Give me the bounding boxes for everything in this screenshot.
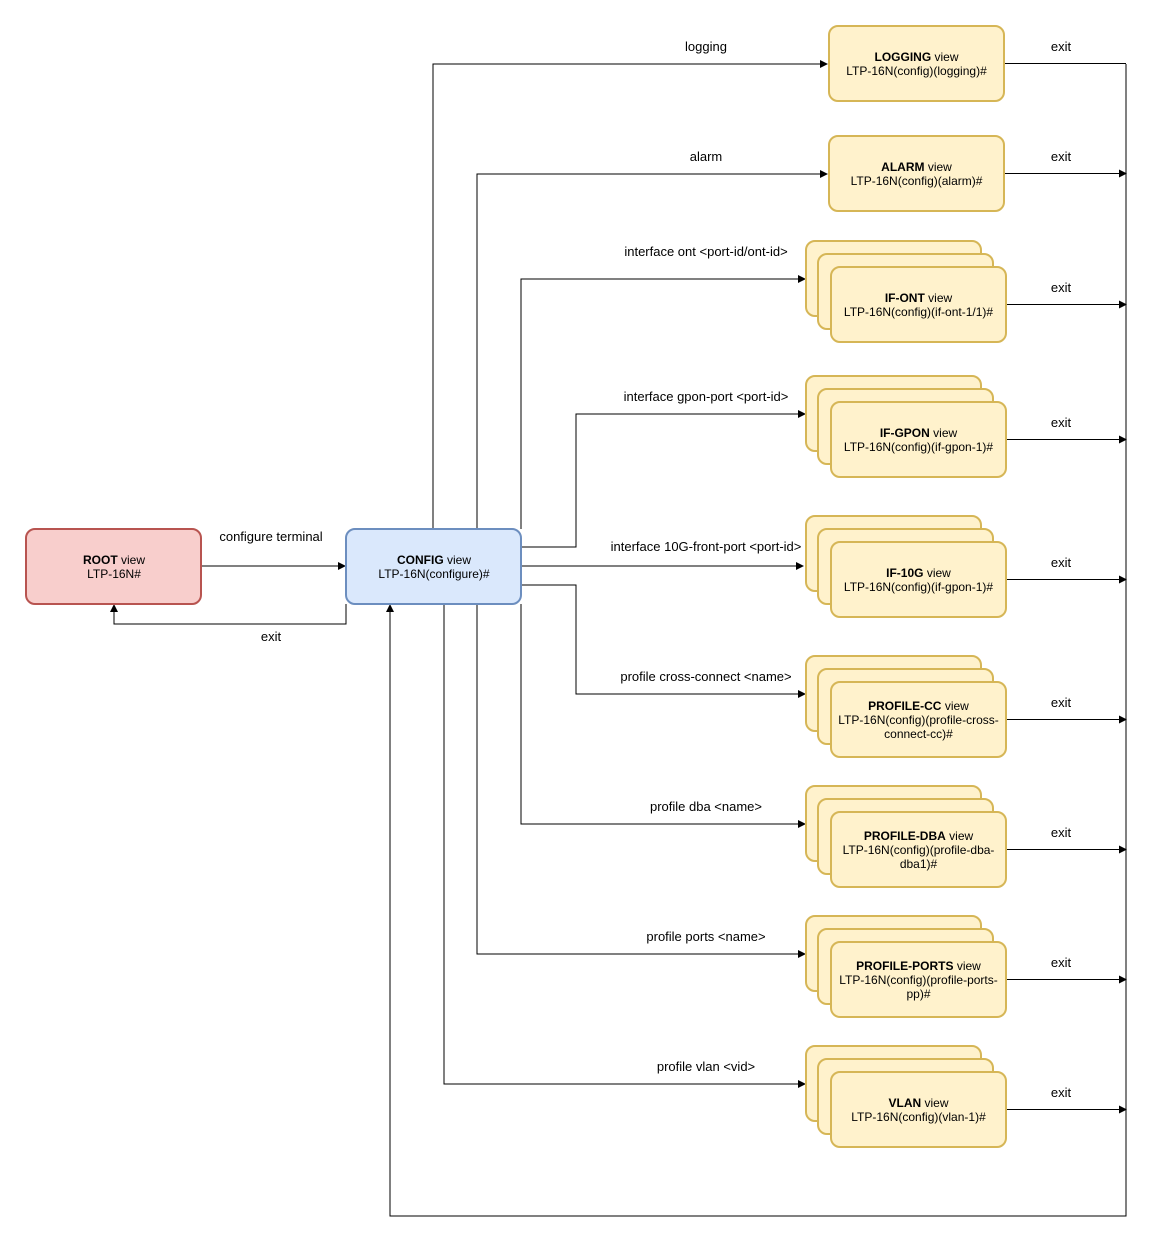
- exit-label-if-gpon: exit: [1050, 414, 1072, 430]
- root-title: ROOT: [82, 552, 118, 567]
- view-title: PROFILE-PORTS: [856, 958, 954, 973]
- root-suffix: view: [121, 552, 146, 567]
- edge-exit-to-root: [110, 604, 347, 625]
- exit-label-profile-cc: exit: [1050, 694, 1072, 710]
- exit-label-logging: exit: [1050, 38, 1072, 54]
- command-label-vlan: profile vlan <vid>: [656, 1059, 756, 1074]
- config-view-node: CONFIG view LTP-16N(configure)#: [347, 530, 521, 603]
- command-label-profile-dba: profile dba <name>: [649, 799, 763, 814]
- edge-cmd-if-ont: [520, 275, 806, 529]
- view-suffix: view: [956, 958, 981, 973]
- view-prompt: LTP-16N(config)(profile-ports-pp)#: [839, 972, 998, 1001]
- config-prompt: LTP-16N(configure)#: [378, 566, 490, 581]
- edge-cmd-vlan: [443, 604, 806, 1088]
- exit-label-alarm: exit: [1050, 148, 1072, 164]
- exit-label-profile-dba: exit: [1050, 824, 1072, 840]
- view-box-if-10g: [830, 541, 1007, 618]
- view-prompt: LTP-16N(config)(if-gpon-1)#: [843, 439, 994, 454]
- view-prompt: LTP-16N(config)(if-gpon-1)#: [843, 579, 994, 594]
- view-suffix: view: [924, 1095, 949, 1110]
- view-box-profile-dba: [830, 811, 1007, 888]
- view-suffix: view: [928, 290, 953, 305]
- view-box-vlan: [830, 1071, 1007, 1148]
- view-box-alarm: [828, 135, 1005, 212]
- command-label-profile-ports: profile ports <name>: [646, 929, 766, 944]
- command-label-profile-cc: profile cross-connect <name>: [620, 669, 792, 684]
- exit-to-root-label: exit: [260, 629, 282, 644]
- edge-cmd-profile-dba: [520, 604, 806, 828]
- view-suffix: view: [933, 425, 958, 440]
- view-box-profile-ports: [830, 941, 1007, 1018]
- view-suffix: view: [926, 565, 951, 580]
- view-title: PROFILE-CC: [868, 698, 942, 713]
- view-suffix: view: [944, 698, 969, 713]
- edge-cmd-logging: [432, 60, 828, 529]
- command-label-alarm: alarm: [689, 149, 723, 164]
- view-prompt: LTP-16N(config)(profile-cross-connect-cc…: [838, 712, 999, 741]
- view-prompt: LTP-16N(config)(alarm)#: [850, 173, 983, 188]
- config-title: CONFIG: [396, 552, 444, 567]
- view-suffix: view: [934, 49, 959, 64]
- view-title: VLAN: [888, 1095, 922, 1110]
- view-title: IF-GPON: [879, 425, 930, 440]
- root-view-node: ROOT view LTP-16N#: [27, 530, 201, 603]
- view-box-logging: [828, 25, 1005, 102]
- command-label-if-gpon: interface gpon-port <port-id>: [623, 389, 789, 404]
- view-title: IF-ONT: [884, 290, 925, 305]
- edge-cmd-if-gpon: [521, 410, 806, 548]
- edge-cmd-profile-cc: [521, 584, 806, 698]
- edge-cmd-alarm: [476, 170, 828, 529]
- view-suffix: view: [949, 828, 974, 843]
- view-prompt: LTP-16N(config)(logging)#: [846, 63, 987, 78]
- command-label-if-10g: interface 10G-front-port <port-id>: [610, 539, 802, 554]
- command-label-logging: logging: [685, 39, 727, 54]
- view-prompt: LTP-16N(config)(vlan-1)#: [851, 1109, 986, 1124]
- configure-terminal-label: configure terminal: [219, 529, 323, 544]
- edge-cmd-profile-ports: [476, 604, 806, 958]
- exit-label-if-ont: exit: [1050, 279, 1072, 295]
- exit-label-vlan: exit: [1050, 1084, 1072, 1100]
- exit-label-profile-ports: exit: [1050, 954, 1072, 970]
- root-prompt: LTP-16N#: [87, 566, 141, 581]
- config-view-box: [345, 528, 522, 605]
- view-title: ALARM: [881, 159, 925, 174]
- view-title: IF-10G: [886, 565, 924, 580]
- command-label-if-ont: interface ont <port-id/ont-id>: [624, 244, 788, 259]
- edge-exit-bus-to-config: [386, 64, 1127, 1217]
- view-prompt: LTP-16N(config)(if-ont-1/1)#: [843, 304, 994, 319]
- view-box-if-gpon: [830, 401, 1007, 478]
- view-title: LOGGING: [874, 49, 932, 64]
- view-box-profile-cc: [830, 681, 1007, 758]
- view-box-if-ont: [830, 266, 1007, 343]
- root-view-box: [25, 528, 202, 605]
- view-prompt: LTP-16N(config)(profile-dba-dba1)#: [842, 842, 995, 871]
- view-title: PROFILE-DBA: [863, 828, 946, 843]
- config-suffix: view: [447, 552, 472, 567]
- exit-label-if-10g: exit: [1050, 554, 1072, 570]
- view-suffix: view: [927, 159, 952, 174]
